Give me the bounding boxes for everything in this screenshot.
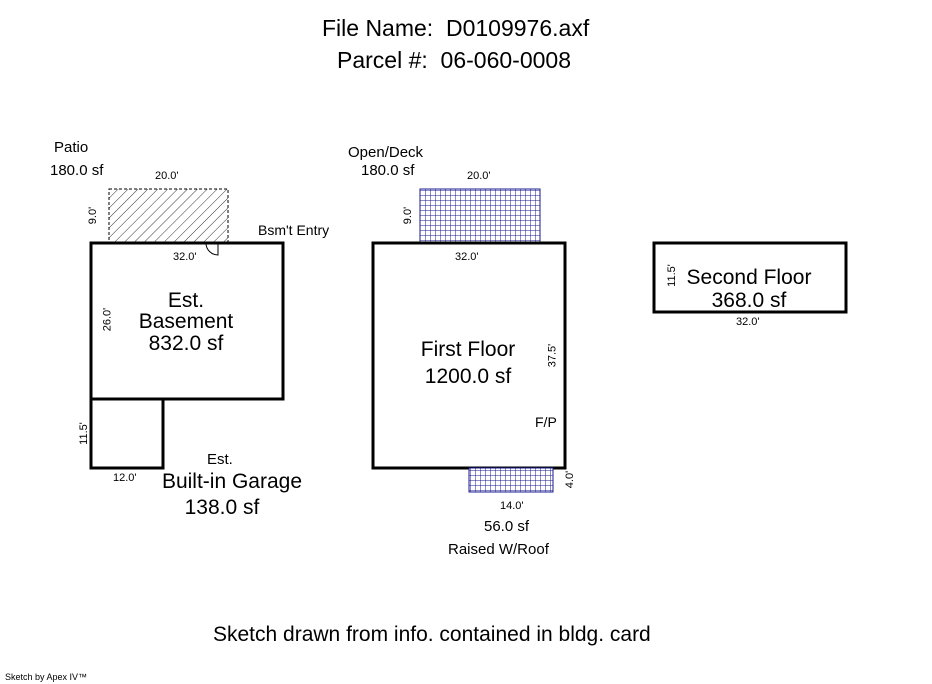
parcel-value: 06-060-0008: [440, 47, 571, 73]
second-floor-name: Second Floor: [686, 266, 812, 289]
patio-depth: 9.0': [87, 206, 100, 225]
second-floor-shape: [652, 241, 848, 314]
raised-width: 14.0': [500, 500, 524, 512]
patio-name: Patio: [54, 139, 89, 156]
garage-shape: [89, 397, 165, 470]
parcel-line: Parcel #: 06-060-0008: [337, 49, 571, 72]
fireplace-label: F/P: [535, 414, 557, 430]
basement-shape: [89, 241, 285, 401]
sketch-note: Sketch drawn from info. contained in bld…: [213, 623, 651, 646]
first-floor-name: First Floor: [420, 338, 516, 361]
garage-depth: 11.5': [77, 422, 90, 445]
patio-shape: [108, 188, 229, 244]
raised-name: Raised W/Roof: [448, 541, 549, 558]
parcel-label: Parcel #:: [337, 47, 428, 73]
basement-label-2: Basement: [138, 310, 234, 333]
basement-entry-label: Bsm't Entry: [258, 222, 330, 238]
open-deck-area: 180.0 sf: [361, 162, 415, 179]
sketch-credit: Sketch by Apex IV™: [5, 672, 88, 682]
first-floor-area: 1200.0 sf: [424, 365, 512, 388]
first-floor-width: 32.0': [455, 251, 479, 263]
file-name-line: File Name: D0109976.axf: [322, 17, 589, 40]
first-floor-depth: 37.5': [546, 343, 559, 368]
patio-width: 20.0': [155, 170, 179, 182]
patio-area: 180.0 sf: [50, 162, 104, 179]
basement-entry-arc: [205, 242, 219, 256]
open-deck-name: Open/Deck: [348, 144, 424, 161]
open-deck-width: 20.0': [467, 170, 491, 182]
file-name-label: File Name:: [322, 15, 434, 41]
raised-depth: 4.0': [564, 470, 577, 489]
open-deck-depth: 9.0': [402, 206, 415, 225]
basement-label-1: Est.: [167, 289, 205, 312]
second-floor-depth: 11.5': [665, 264, 678, 287]
garage-label-1: Est.: [207, 451, 233, 468]
garage-label-2: Built-in Garage: [161, 470, 303, 493]
open-deck-shape: [419, 188, 541, 244]
garage-area: 138.0 sf: [184, 496, 260, 519]
second-floor-area: 368.0 sf: [711, 289, 787, 312]
garage-width: 12.0': [113, 472, 137, 484]
basement-area: 832.0 sf: [148, 332, 224, 355]
raised-area: 56.0 sf: [484, 518, 530, 535]
raised-porch-shape: [468, 467, 554, 493]
second-floor-width: 32.0': [736, 316, 760, 328]
basement-width: 32.0': [173, 251, 197, 263]
file-name-value: D0109976.axf: [445, 15, 590, 41]
basement-depth: 26.0': [101, 307, 114, 332]
